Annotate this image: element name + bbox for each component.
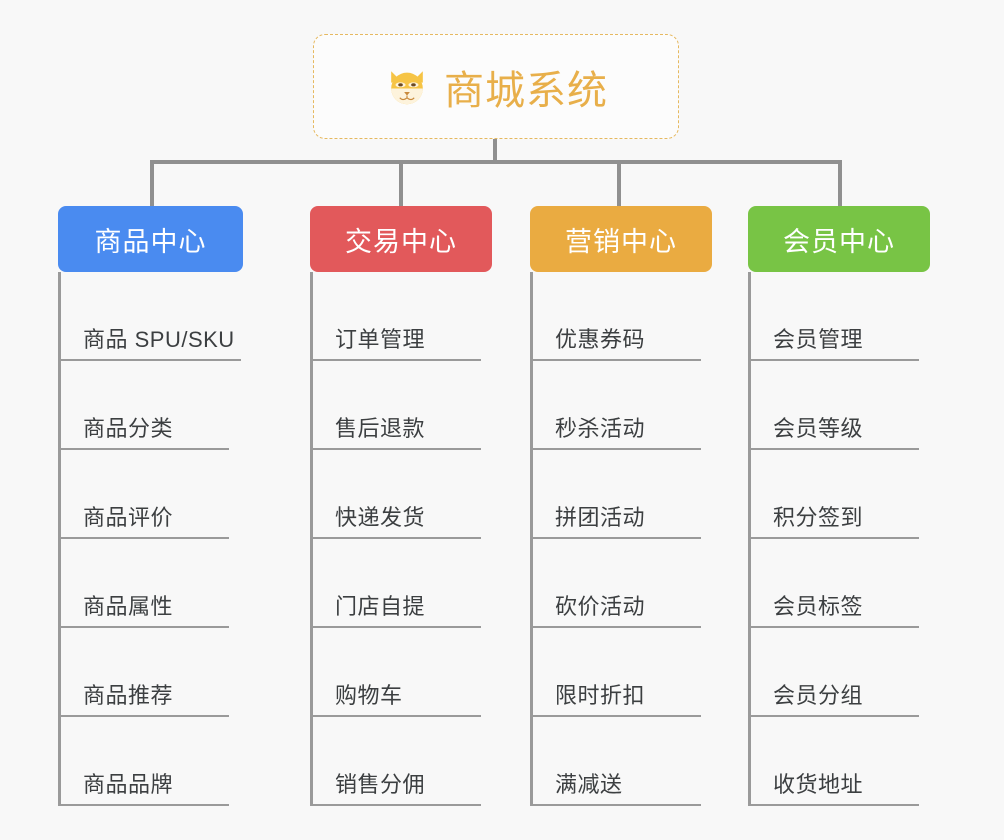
- root-title: 商城系统: [444, 68, 608, 113]
- leaf-item[interactable]: 销售分佣: [313, 717, 492, 806]
- leaf-list-trade-center: 订单管理售后退款快递发货门店自提购物车销售分佣: [310, 272, 492, 806]
- leaf-underline: 商品品牌: [61, 767, 229, 806]
- leaf-underline: 秒杀活动: [533, 411, 701, 450]
- leaf-item[interactable]: 优惠券码: [533, 272, 712, 361]
- connector-drop-4: [838, 160, 842, 208]
- leaf-label: 商品分类: [83, 416, 174, 441]
- leaf-underline: 砍价活动: [533, 589, 701, 628]
- branch-member-center: 会员中心会员管理会员等级积分签到会员标签会员分组收货地址: [748, 206, 930, 806]
- leaf-item[interactable]: 商品属性: [61, 539, 243, 628]
- leaf-label: 售后退款: [335, 416, 426, 441]
- leaf-list-marketing-center: 优惠券码秒杀活动拼团活动砍价活动限时折扣满减送: [530, 272, 712, 806]
- leaf-underline: 门店自提: [313, 589, 481, 628]
- leaf-label: 商品评价: [83, 505, 174, 530]
- leaf-item[interactable]: 会员管理: [751, 272, 930, 361]
- leaf-underline: 会员分组: [751, 678, 919, 717]
- branch-product-center: 商品中心商品 SPU/SKU 商品分类商品评价商品属性商品推荐商品品牌: [58, 206, 243, 806]
- leaf-item[interactable]: 会员等级: [751, 361, 930, 450]
- category-label: 营销中心: [565, 226, 677, 257]
- leaf-label: 销售分佣: [335, 772, 426, 797]
- leaf-item[interactable]: 积分签到: [751, 450, 930, 539]
- leaf-item[interactable]: 商品评价: [61, 450, 243, 539]
- leaf-underline: 快递发货: [313, 500, 481, 539]
- leaf-underline: 会员标签: [751, 589, 919, 628]
- leaf-list-member-center: 会员管理会员等级积分签到会员标签会员分组收货地址: [748, 272, 930, 806]
- leaf-item[interactable]: 快递发货: [313, 450, 492, 539]
- leaf-label: 门店自提: [335, 594, 426, 619]
- leaf-underline: 商品推荐: [61, 678, 229, 717]
- leaf-label: 商品属性: [83, 594, 174, 619]
- leaf-underline: 商品 SPU/SKU: [61, 322, 241, 361]
- leaf-underline: 购物车: [313, 678, 481, 717]
- leaf-item[interactable]: 门店自提: [313, 539, 492, 628]
- leaf-item[interactable]: 拼团活动: [533, 450, 712, 539]
- category-header-member-center[interactable]: 会员中心: [748, 206, 930, 272]
- leaf-item[interactable]: 秒杀活动: [533, 361, 712, 450]
- leaf-underline: 拼团活动: [533, 500, 701, 539]
- leaf-item[interactable]: 收货地址: [751, 717, 930, 806]
- connector-drop-2: [399, 160, 403, 208]
- leaf-label: 限时折扣: [555, 683, 646, 708]
- leaf-item[interactable]: 售后退款: [313, 361, 492, 450]
- leaf-underline: 售后退款: [313, 411, 481, 450]
- leaf-label: 购物车: [335, 683, 403, 708]
- category-label: 会员中心: [783, 226, 895, 257]
- leaf-underline: 商品属性: [61, 589, 229, 628]
- leaf-label: 订单管理: [335, 327, 426, 352]
- connector-horizontal-bus: [150, 160, 842, 164]
- category-header-marketing-center[interactable]: 营销中心: [530, 206, 712, 272]
- leaf-item[interactable]: 商品 SPU/SKU: [61, 272, 243, 361]
- category-header-trade-center[interactable]: 交易中心: [310, 206, 492, 272]
- connector-root-stem: [493, 139, 497, 163]
- leaf-underline: 收货地址: [751, 767, 919, 806]
- leaf-label: 会员标签: [773, 594, 864, 619]
- branch-marketing-center: 营销中心优惠券码秒杀活动拼团活动砍价活动限时折扣满减送: [530, 206, 712, 806]
- leaf-item[interactable]: 商品分类: [61, 361, 243, 450]
- category-header-product-center[interactable]: 商品中心: [58, 206, 243, 272]
- leaf-underline: 订单管理: [313, 322, 481, 361]
- leaf-label: 会员分组: [773, 683, 864, 708]
- leaf-label: 会员管理: [773, 327, 864, 352]
- leaf-underline: 会员管理: [751, 322, 919, 361]
- dog-face-icon: [384, 64, 430, 110]
- leaf-item[interactable]: 满减送: [533, 717, 712, 806]
- leaf-underline: 会员等级: [751, 411, 919, 450]
- leaf-label: 积分签到: [773, 505, 864, 530]
- category-label: 商品中心: [94, 226, 207, 257]
- leaf-underline: 商品评价: [61, 500, 229, 539]
- connector-drop-3: [617, 160, 621, 208]
- leaf-item[interactable]: 限时折扣: [533, 628, 712, 717]
- leaf-label: 商品品牌: [83, 772, 174, 797]
- leaf-label: 会员等级: [773, 416, 864, 441]
- leaf-item[interactable]: 会员标签: [751, 539, 930, 628]
- leaf-list-product-center: 商品 SPU/SKU 商品分类商品评价商品属性商品推荐商品品牌: [58, 272, 243, 806]
- leaf-underline: 满减送: [533, 767, 701, 806]
- leaf-underline: 限时折扣: [533, 678, 701, 717]
- leaf-label: 商品推荐: [83, 683, 174, 708]
- leaf-item[interactable]: 砍价活动: [533, 539, 712, 628]
- branch-trade-center: 交易中心订单管理售后退款快递发货门店自提购物车销售分佣: [310, 206, 492, 806]
- root-node[interactable]: 商城系统: [313, 34, 679, 139]
- leaf-label: 秒杀活动: [555, 416, 646, 441]
- leaf-label: 快递发货: [335, 505, 426, 530]
- leaf-label: 收货地址: [773, 772, 864, 797]
- leaf-item[interactable]: 购物车: [313, 628, 492, 717]
- leaf-item[interactable]: 订单管理: [313, 272, 492, 361]
- leaf-underline: 商品分类: [61, 411, 229, 450]
- leaf-label: 拼团活动: [555, 505, 646, 530]
- leaf-label: 优惠券码: [555, 327, 646, 352]
- leaf-label: 砍价活动: [555, 594, 646, 619]
- leaf-item[interactable]: 会员分组: [751, 628, 930, 717]
- leaf-underline: 积分签到: [751, 500, 919, 539]
- leaf-item[interactable]: 商品推荐: [61, 628, 243, 717]
- leaf-underline: 优惠券码: [533, 322, 701, 361]
- category-label: 交易中心: [345, 226, 457, 257]
- leaf-item[interactable]: 商品品牌: [61, 717, 243, 806]
- connector-drop-1: [150, 160, 154, 208]
- leaf-label: 商品 SPU/SKU: [83, 327, 235, 352]
- leaf-label: 满减送: [555, 772, 623, 797]
- leaf-underline: 销售分佣: [313, 767, 481, 806]
